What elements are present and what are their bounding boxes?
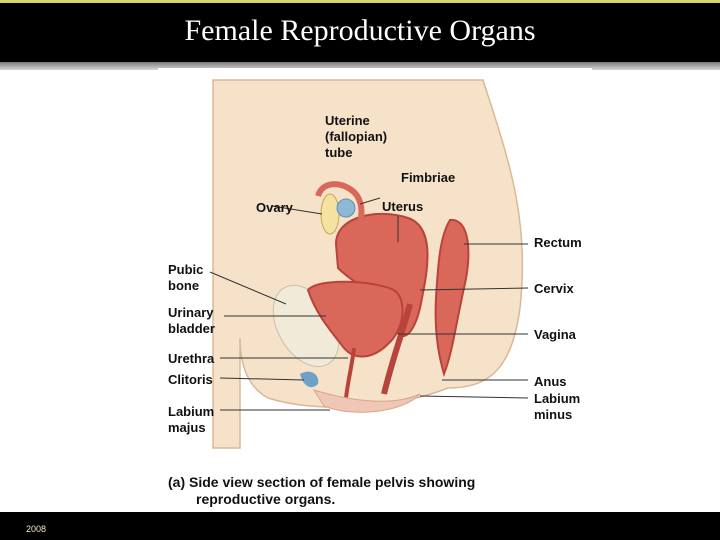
- urethra-shape: [344, 347, 356, 399]
- label-fimbriae: Fimbriae: [401, 170, 456, 185]
- label-anus: Anus: [534, 374, 567, 389]
- footer-year: 2008: [26, 524, 47, 534]
- title-bar: [0, 0, 720, 62]
- label-urinary-bladder: Urinary bladder: [168, 305, 215, 336]
- label-urethra: Urethra: [168, 351, 215, 366]
- label-rectum: Rectum: [534, 235, 582, 250]
- label-uterine-tube: Uterine (fallopian) tube: [325, 113, 388, 160]
- label-uterus: Uterus: [382, 199, 424, 214]
- fimbriae-shape: [336, 198, 356, 218]
- title-divider: [0, 62, 720, 70]
- leader-line: [271, 205, 323, 215]
- bladder-shape: [306, 280, 404, 358]
- vagina-shape: [381, 303, 413, 395]
- label-labium-majus: Labium majus: [168, 404, 215, 435]
- footer-bar: [0, 512, 720, 540]
- label-vagina: Vagina: [534, 327, 576, 342]
- uterine-tube-shape: [315, 181, 365, 230]
- caption-line-1: Side view section of female pelvis showi…: [189, 474, 476, 490]
- label-pubic-bone: Pubic bone: [168, 262, 204, 293]
- leader-line: [219, 377, 305, 381]
- leader-line: [209, 271, 287, 305]
- leader-line: [419, 395, 529, 399]
- slide-title: Female Reproductive Organs: [184, 14, 536, 47]
- rectum-shape: [434, 218, 470, 378]
- label-labium-minus: Labium minus: [534, 391, 581, 422]
- caption-line-2: reproductive organs.: [196, 491, 336, 507]
- clitoris-shape: [300, 371, 319, 388]
- figure-caption: (a) Side view section of female pelvis s…: [168, 474, 475, 508]
- pelvis-illustration: [209, 79, 529, 449]
- leader-line: [419, 287, 529, 291]
- label-ovary: Ovary: [256, 200, 293, 215]
- caption-part: (a): [168, 474, 186, 490]
- leader-line: [359, 197, 381, 205]
- label-clitoris: Clitoris: [168, 372, 213, 387]
- anatomy-figure: [158, 68, 592, 512]
- labia-shape: [312, 389, 421, 413]
- ovary-shape: [320, 193, 340, 235]
- label-cervix: Cervix: [534, 281, 574, 296]
